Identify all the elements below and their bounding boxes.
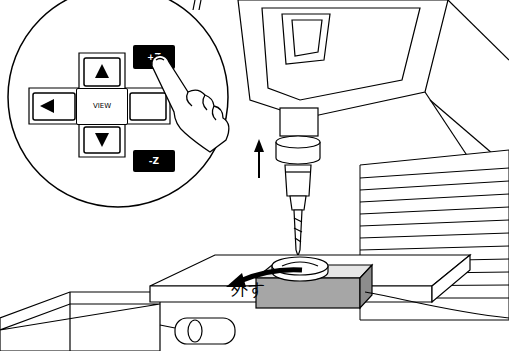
machine-head-part [448, 0, 509, 60]
vise-part [0, 304, 160, 330]
sensor-disc-part [282, 262, 318, 266]
arrow-keys-part [33, 93, 75, 120]
machine-table-part [432, 255, 470, 302]
plus-z-key: +Z [133, 45, 175, 69]
spindle-part [290, 196, 306, 210]
sensor-cable-part [365, 292, 509, 318]
sensor-block-part [360, 265, 372, 308]
arrow-keys-part [95, 64, 109, 78]
spindle-part [294, 218, 302, 242]
spindle-part [285, 171, 311, 172]
spindle-part [276, 136, 320, 148]
machine-head-part [262, 8, 420, 100]
slatted-panel-part [360, 181, 509, 190]
vise-part [175, 318, 235, 344]
pressing-hand-part [187, 92, 216, 120]
machine-head-part [199, 0, 201, 10]
slatted-panel-part [360, 233, 509, 238]
spindle-part [280, 108, 318, 136]
slatted-panel-part [360, 246, 509, 250]
slatted-panel-part [360, 207, 509, 214]
key-label: -Z [149, 157, 159, 166]
spindle-part [285, 165, 311, 196]
move-up-arrow-part [254, 139, 264, 152]
view-key: VIEW [76, 88, 128, 125]
vise-part [160, 325, 175, 328]
sensor-cable [365, 292, 509, 318]
move-up-arrow-part [258, 150, 260, 178]
key-label: VIEW [93, 103, 111, 110]
machine-head [193, 0, 509, 160]
pressing-hand [152, 55, 229, 152]
slatted-panel-part [360, 168, 509, 178]
arrow-keys-part [95, 133, 109, 147]
arrow-keys [33, 58, 166, 153]
arrow-keys-part [84, 58, 120, 86]
spindle-part [294, 210, 302, 256]
vise-part [0, 292, 160, 351]
callout-circle [8, 0, 228, 207]
spindle [276, 108, 320, 256]
instruction-label: 外す [231, 281, 265, 298]
pressing-hand-part [152, 55, 229, 152]
machine-head-part [193, 0, 195, 10]
move-up-arrow [254, 139, 264, 178]
machine-head-part [282, 14, 330, 64]
machine-head-part [292, 20, 322, 56]
vise-part [69, 292, 70, 351]
arrow-keys-part [84, 127, 120, 153]
key-label: +Z [147, 53, 161, 62]
arrow-keys-part [130, 93, 166, 120]
arrow-keys-part [40, 99, 54, 113]
machine-head-part [430, 100, 500, 160]
sensor-block-part [256, 278, 360, 308]
vise-part [188, 320, 202, 342]
slatted-panel-part [360, 220, 509, 226]
slatted-panel-part [360, 194, 509, 202]
minus-z-key: -Z [133, 150, 175, 172]
machine-head-part [238, 0, 448, 118]
callout-circle-part [8, 0, 228, 207]
remove-arrow-part [240, 270, 302, 281]
